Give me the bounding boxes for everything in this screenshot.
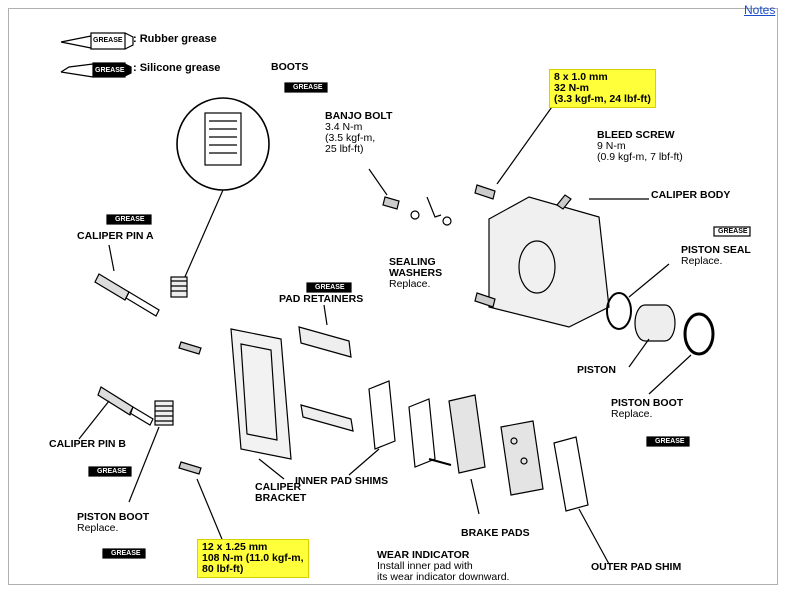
piston-boot-right-drawing	[648, 312, 715, 395]
label-pad-retainers: PAD RETAINERS	[279, 293, 364, 305]
brake-caliper-exploded-diagram	[60, 32, 751, 565]
label-wear-indicator: WEAR INDICATOR Install inner pad with it…	[377, 549, 510, 583]
boots-inset-circle	[176, 97, 270, 280]
legend-silicone-tag: GREASE	[95, 67, 125, 74]
rubber-grease-tube-icon	[60, 32, 134, 50]
diagram-frame: Notes	[8, 3, 778, 585]
label-inner-pad-shims: INNER PAD SHIMS	[295, 475, 389, 487]
banjo-bolt-drawing	[368, 168, 452, 226]
label-banjo-bolt: BANJO BOLT 3.4 N-m (3.5 kgf-m, 25 lbf-ft…	[325, 110, 393, 155]
legend-silicone-text: : Silicone grease	[133, 62, 221, 74]
label-sealing-washers: SEALING WASHERS Replace.	[389, 256, 443, 290]
label-caliper-pin-a: CALIPER PIN A	[77, 230, 154, 242]
label-outer-pad-shim: OUTER PAD SHIM	[591, 561, 682, 573]
inner-pad-shims-drawing	[348, 380, 436, 476]
piston-drawing	[628, 304, 676, 368]
label-brake-pads: BRAKE PADS	[461, 527, 530, 539]
legend-rubber-text: : Rubber grease	[133, 33, 217, 45]
torque-bottom-leader	[196, 478, 225, 545]
grease-tube-icon	[88, 82, 751, 559]
label-piston: PISTON	[577, 364, 616, 376]
piston-seal-drawing	[606, 263, 670, 330]
grease-tag-piston-seal: GREASE	[718, 228, 748, 235]
label-piston-boot-right: PISTON BOOT Replace.	[611, 397, 684, 420]
boot-small-drawing	[170, 276, 188, 298]
piston-boot-left-drawing	[128, 400, 174, 503]
grease-tag-piston-boot-left: GREASE	[111, 550, 141, 557]
label-boots: BOOTS	[271, 61, 309, 73]
label-piston-seal: PISTON SEAL Replace.	[681, 244, 751, 267]
legend-rubber-tag: GREASE	[93, 37, 123, 44]
caliper-pin-a-drawing	[94, 244, 160, 317]
torque-top-leader	[496, 103, 555, 185]
pad-retainers-drawing	[298, 304, 354, 432]
label-caliper-body: CALIPER BODY	[651, 189, 731, 201]
grease-tag-pin-a: GREASE	[115, 216, 145, 223]
notes-link[interactable]: Notes	[744, 3, 776, 17]
grease-tag-pad-retainers: GREASE	[315, 284, 345, 291]
label-bleed-screw: BLEED SCREW 9 N-m (0.9 kgf-m, 7 lbf-ft)	[597, 129, 683, 163]
silicone-grease-tube-icon	[60, 62, 132, 78]
label-caliper-bracket: CALIPER BRACKET	[255, 481, 307, 504]
grease-tag-piston-boot-right: GREASE	[655, 438, 685, 445]
caliper-body-drawing	[474, 184, 649, 328]
label-piston-boot-left: PISTON BOOT Replace.	[77, 511, 150, 534]
grease-tag-boots: GREASE	[293, 84, 323, 91]
caliper-bracket-drawing	[178, 328, 292, 480]
caliper-pin-b-drawing	[78, 386, 154, 440]
outer-pad-shim-drawing	[553, 436, 610, 565]
label-caliper-pin-b: CALIPER PIN B	[49, 438, 127, 450]
torque-spec-bottom: 12 x 1.25 mm 108 N-m (11.0 kgf-m, 80 lbf…	[197, 539, 309, 578]
brake-pads-drawing	[428, 394, 544, 515]
grease-tag-pin-b: GREASE	[97, 468, 127, 475]
torque-spec-top: 8 x 1.0 mm 32 N-m (3.3 kgf-m, 24 lbf-ft)	[549, 69, 656, 108]
